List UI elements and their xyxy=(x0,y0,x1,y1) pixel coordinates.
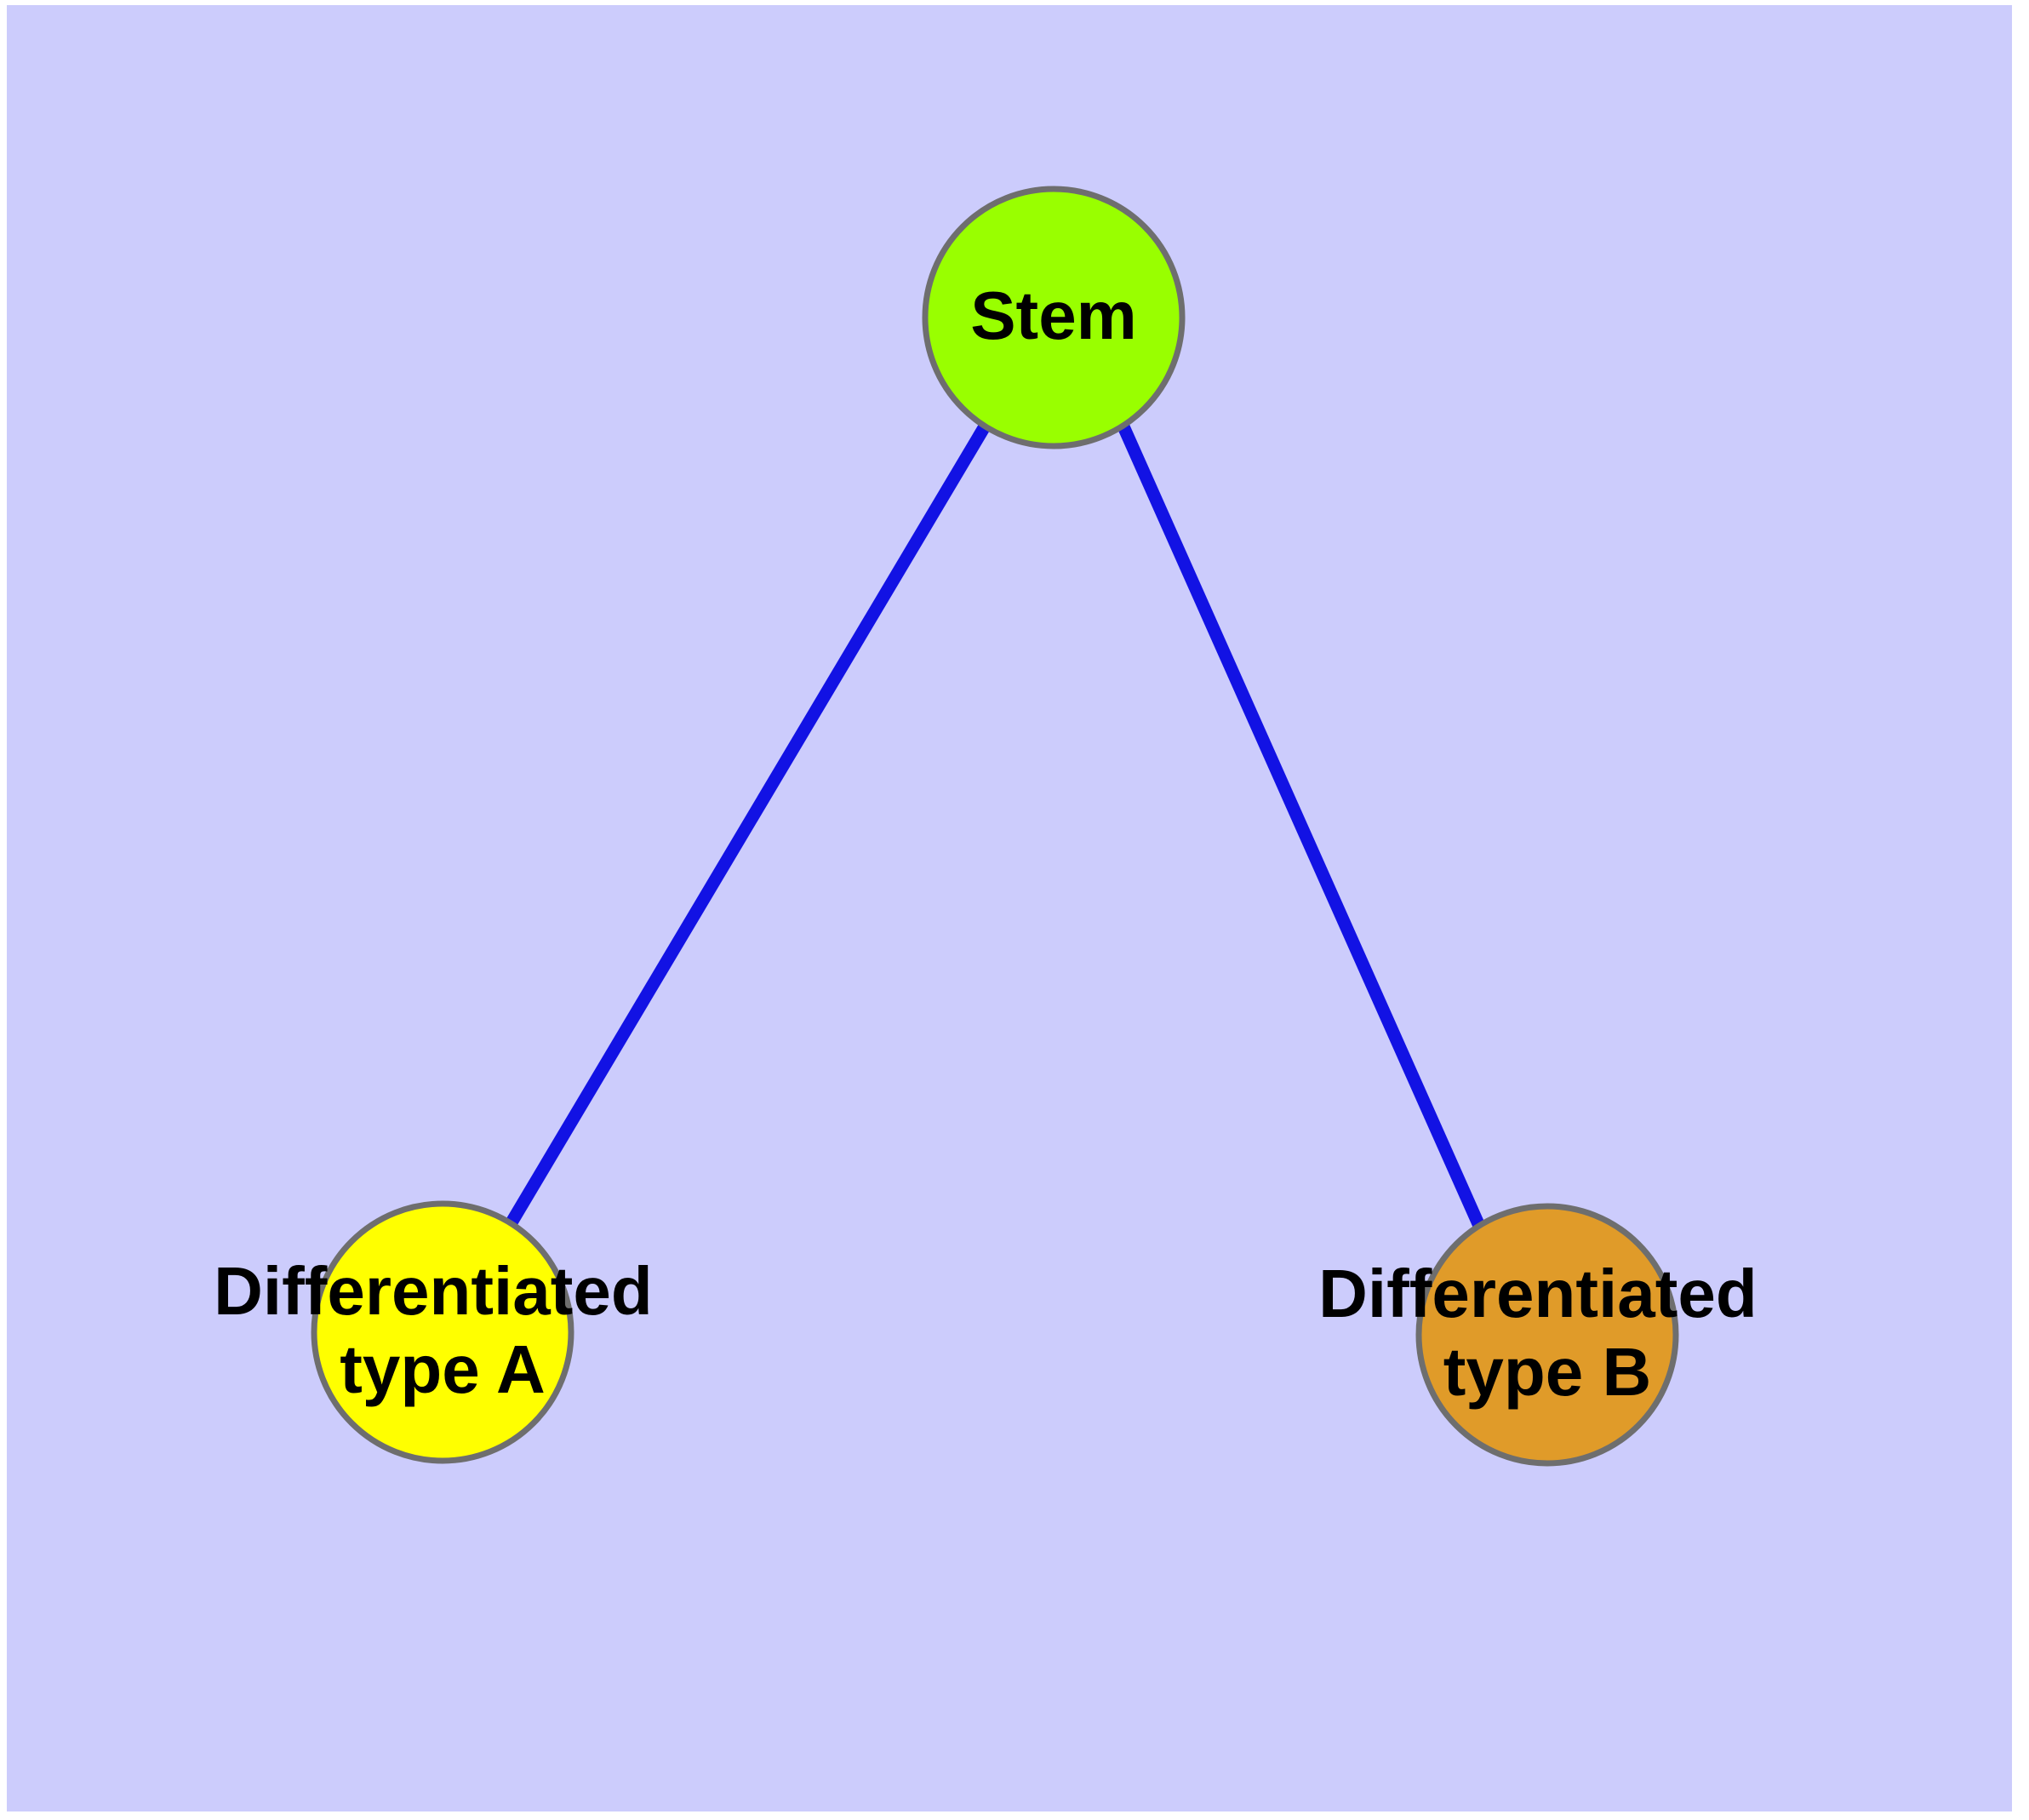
node-label-differentiated-type-a: Differentiated type A xyxy=(214,1253,672,1407)
edge-layer xyxy=(506,423,1485,1229)
node-circle-differentiated-type-b[interactable] xyxy=(1415,1203,1679,1467)
node-circle-differentiated-type-a[interactable] xyxy=(311,1200,574,1464)
edge-stem-to-differentiated-type-a[interactable] xyxy=(506,423,991,1226)
edge-stem-to-differentiated-type-b[interactable] xyxy=(1117,423,1485,1229)
node-label-differentiated-type-b: Differentiated type B xyxy=(1318,1256,1776,1410)
label-line-1: Differentiated xyxy=(214,1253,653,1329)
node-stem[interactable]: Stem xyxy=(922,186,1186,449)
node-differentiated-type-b[interactable]: Differentiated type B xyxy=(1318,1203,1776,1467)
label-line-1: Differentiated xyxy=(1318,1256,1758,1331)
label-line-1: Stem xyxy=(970,278,1137,353)
node-circle-stem[interactable] xyxy=(922,186,1186,449)
label-line-2: type B xyxy=(1443,1334,1652,1410)
label-line-2: type A xyxy=(340,1331,546,1407)
node-label-stem: Stem xyxy=(970,278,1137,353)
node-differentiated-type-a[interactable]: Differentiated type A xyxy=(214,1200,672,1464)
